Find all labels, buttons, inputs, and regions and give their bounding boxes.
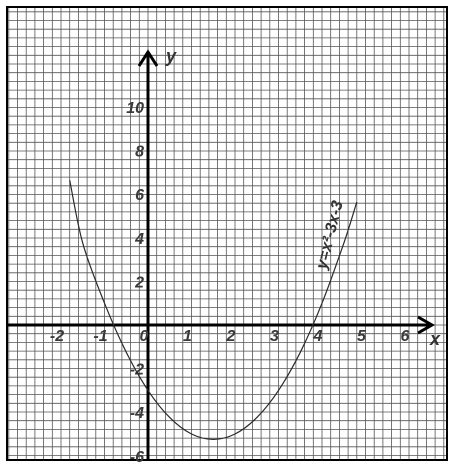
y-tick-label: 4 xyxy=(134,231,144,248)
y-axis-label: y xyxy=(165,46,177,66)
y-axis-arrow xyxy=(137,49,159,67)
y-tick-label: 8 xyxy=(135,144,144,161)
x-axis-arrow xyxy=(417,315,436,335)
x-tick-label: 5 xyxy=(357,328,367,345)
x-tick-label: 6 xyxy=(401,328,410,345)
x-tick-label: 4 xyxy=(313,328,323,345)
x-tick-label: 0 xyxy=(140,328,149,345)
series-layer xyxy=(69,180,358,441)
x-tick-labels: -2 -1 0 1 2 3 4 5 6 xyxy=(50,328,410,345)
x-tick-label: 1 xyxy=(183,328,192,345)
plot-border xyxy=(6,6,448,461)
parabola-curve xyxy=(69,180,358,441)
x-tick-label: 3 xyxy=(270,328,279,345)
axes xyxy=(7,49,436,460)
y-tick-label: 10 xyxy=(126,100,144,117)
y-tick-label: -6 xyxy=(130,449,144,466)
x-tick-label: -1 xyxy=(93,328,107,345)
y-tick-label: -4 xyxy=(130,405,144,422)
x-tick-label: 2 xyxy=(226,328,236,345)
x-axis-label: x xyxy=(429,329,441,349)
y-tick-label: 6 xyxy=(135,187,144,204)
y-tick-label: 2 xyxy=(134,274,144,291)
x-tick-label: -2 xyxy=(50,328,64,345)
